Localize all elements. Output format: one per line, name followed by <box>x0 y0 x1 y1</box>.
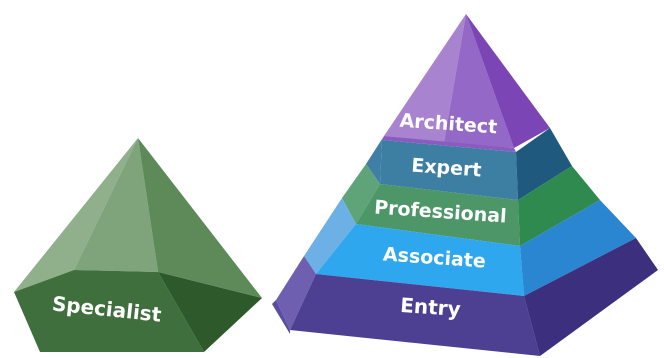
tier-expert: Expert <box>366 128 572 200</box>
entry-front-face <box>290 274 540 356</box>
specialist-base-right <box>158 272 262 352</box>
tier-professional: Professional <box>342 164 600 246</box>
expert-right-face <box>516 128 572 200</box>
architect-front-face <box>444 14 514 148</box>
tier-architect: Architect <box>382 14 550 152</box>
entry-left-edge <box>272 300 290 334</box>
architect-right-face <box>466 14 550 148</box>
main-pyramid: Architect Expert Professional Associate <box>272 14 658 356</box>
associate-right-face <box>520 200 636 296</box>
expert-front-face <box>380 140 518 200</box>
professional-right-face <box>518 166 600 246</box>
specialist-right-face <box>138 138 262 298</box>
tier-entry: Entry <box>272 238 658 356</box>
architect-front-band <box>382 136 516 152</box>
entry-left-face <box>276 256 316 330</box>
tier-associate: Associate <box>304 198 636 296</box>
associate-left-face <box>304 198 356 274</box>
specialist-left-face <box>14 138 138 292</box>
entry-label: Entry <box>400 293 462 321</box>
associate-front-face <box>316 224 524 296</box>
entry-right-face <box>524 238 658 356</box>
professional-left-face <box>342 164 380 224</box>
specialist-base-front <box>14 270 204 352</box>
specialist-front-left-face <box>74 138 158 272</box>
specialist-pyramid: Specialist <box>14 138 262 352</box>
expert-label: Expert <box>411 155 483 182</box>
expert-left-face <box>366 136 384 184</box>
architect-left-face <box>384 14 466 142</box>
professional-front-face <box>356 184 520 246</box>
